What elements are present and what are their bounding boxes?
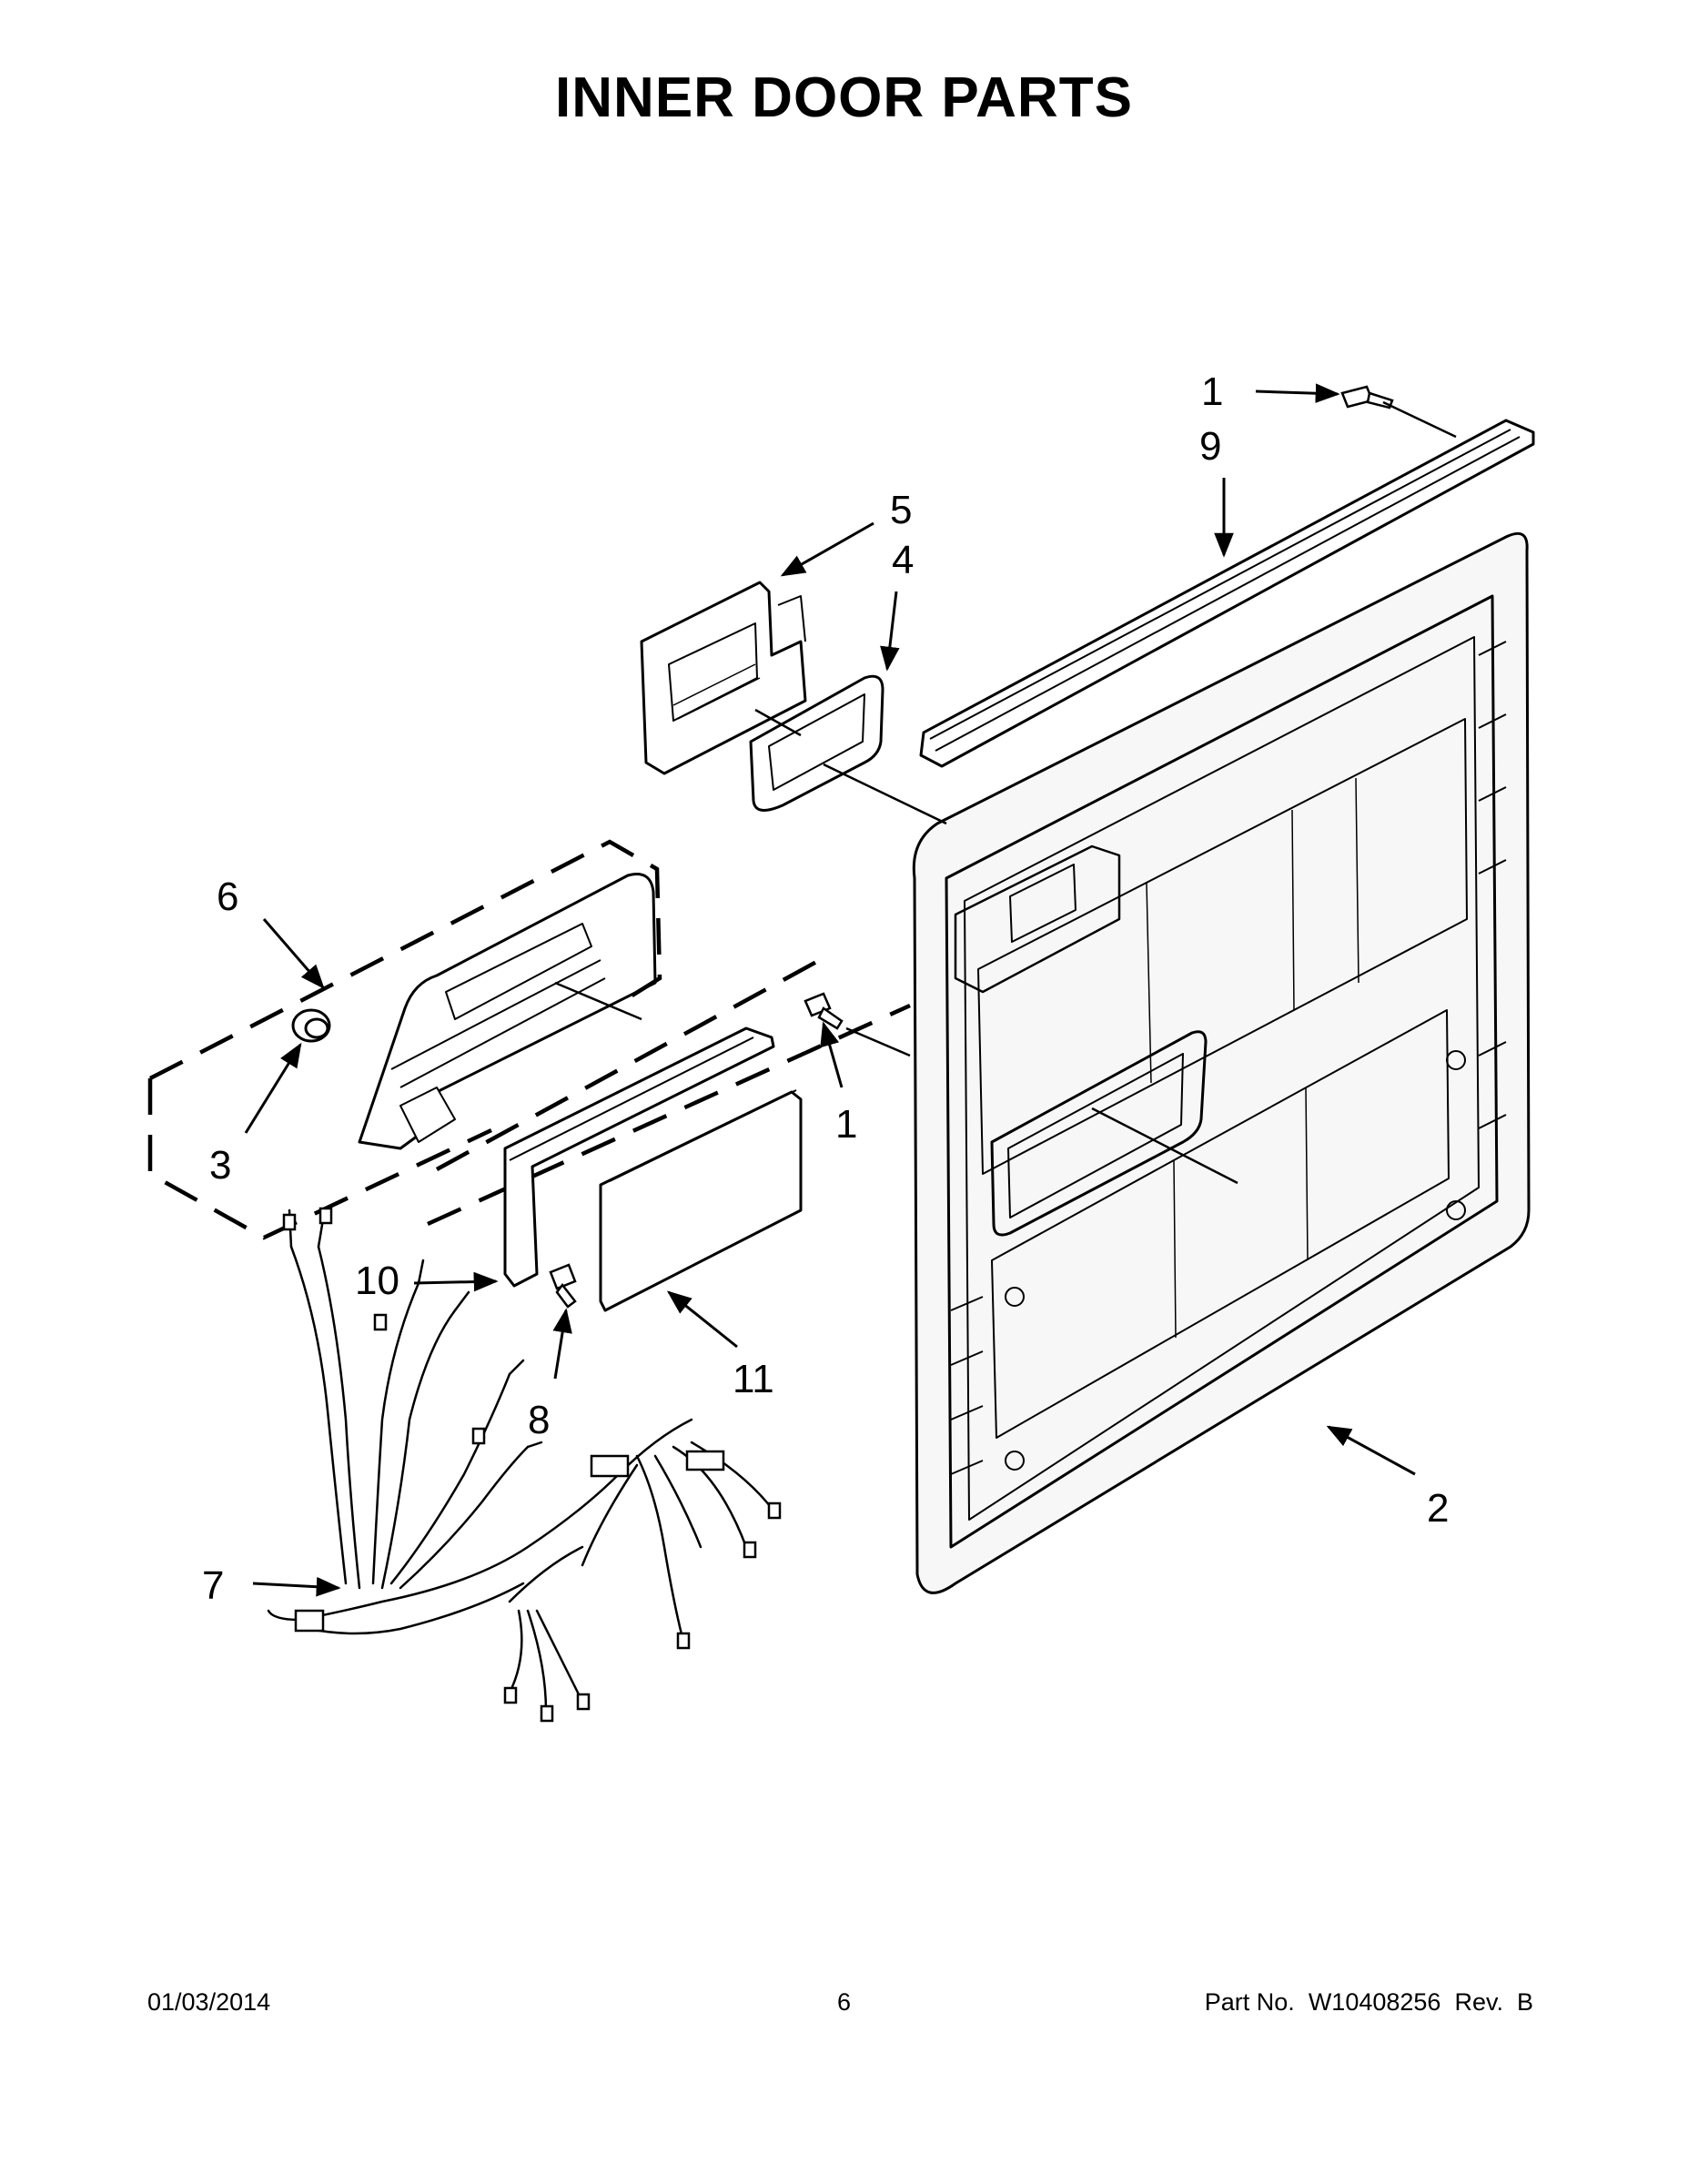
part-number: W10408256 xyxy=(1308,1988,1441,2016)
page-title: INNER DOOR PARTS xyxy=(555,66,1133,129)
footer-part-number: Part No. W10408256 Rev. B xyxy=(1205,1988,1533,2017)
screw-middle xyxy=(804,992,844,1030)
rev-label: Rev. xyxy=(1454,1988,1503,2016)
vent-assembly xyxy=(640,581,807,775)
part-label: Part No. xyxy=(1204,1988,1295,2016)
callout-11: 11 xyxy=(733,1357,774,1401)
callout-9: 9 xyxy=(1199,424,1221,469)
callout-1-middle: 1 xyxy=(835,1102,857,1147)
callout-6: 6 xyxy=(217,875,238,919)
callout-2: 2 xyxy=(1427,1486,1449,1531)
control-housing xyxy=(358,873,657,1150)
callout-5: 5 xyxy=(890,488,912,532)
control-bracket xyxy=(503,1026,775,1288)
leader-lines xyxy=(244,383,1457,1597)
selector-knob xyxy=(291,1008,331,1043)
harness-connectors xyxy=(282,1207,782,1723)
screw-top xyxy=(1340,385,1394,410)
screw-lower xyxy=(549,1263,577,1309)
callout-8: 8 xyxy=(528,1398,550,1442)
wire-harness xyxy=(267,1208,775,1713)
rev-value: B xyxy=(1516,1988,1533,2016)
callout-10: 10 xyxy=(355,1259,399,1303)
callout-1-top: 1 xyxy=(1201,369,1223,414)
footer-date: 01/03/2014 xyxy=(147,1988,271,2016)
vent-gasket xyxy=(749,674,884,812)
control-board xyxy=(599,1089,803,1312)
door-inner-panel xyxy=(912,531,1531,1594)
callout-7: 7 xyxy=(202,1563,224,1608)
footer-page-number: 6 xyxy=(836,1988,852,2016)
door-top-seal-strip xyxy=(919,419,1535,768)
callout-3: 3 xyxy=(209,1143,231,1188)
callout-4: 4 xyxy=(892,538,914,582)
